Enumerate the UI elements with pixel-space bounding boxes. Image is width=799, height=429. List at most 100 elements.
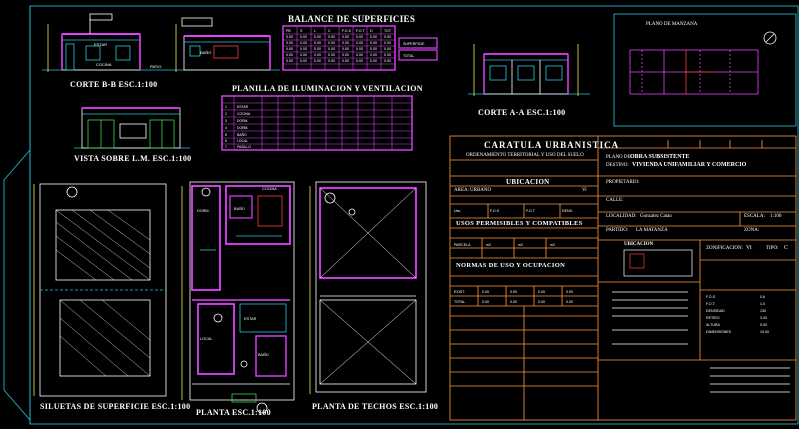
svg-text:0.00: 0.00 xyxy=(384,53,391,57)
corte-aa-title: CORTE A-A ESC.1:100 xyxy=(478,108,566,117)
plano-tipo-value: OBRA SUBSISTENTE xyxy=(630,154,690,160)
svg-text:0.00: 0.00 xyxy=(286,53,293,57)
svg-text:9.00: 9.00 xyxy=(760,323,767,327)
svg-text:0.00: 0.00 xyxy=(356,47,363,51)
siluetas-title: SILUETAS DE SUPERFICIE ESC.1:100 xyxy=(40,402,191,411)
lighting-table xyxy=(221,95,413,151)
localidad-label: LOCALIDAD: xyxy=(606,214,637,219)
svg-text:RETIRO: RETIRO xyxy=(706,316,720,320)
svg-text:0.00: 0.00 xyxy=(370,41,377,45)
svg-text:Uso: Uso xyxy=(454,209,460,213)
caratula-ordenamiento: ORDENAMIENTO TERRITORIAL Y USO DEL SUELO xyxy=(466,153,584,158)
svg-text:m2: m2 xyxy=(486,243,491,247)
svg-text:0.00: 0.00 xyxy=(356,59,363,63)
svg-text:1: 1 xyxy=(225,105,227,109)
techos-title: PLANTA DE TECHOS ESC.1:100 xyxy=(312,402,439,411)
svg-text:BAÑO: BAÑO xyxy=(234,206,245,211)
svg-text:BAÑO: BAÑO xyxy=(237,132,247,137)
svg-text:ESTAR: ESTAR xyxy=(94,42,107,47)
svg-text:0.00: 0.00 xyxy=(342,53,349,57)
svg-text:PATIO: PATIO xyxy=(150,64,161,69)
svg-text:PB: PB xyxy=(286,29,291,33)
svg-text:0.00: 0.00 xyxy=(342,35,349,39)
svg-text:0.00: 0.00 xyxy=(314,47,321,51)
escala-value: 1:100 xyxy=(770,214,782,219)
svg-text:D: D xyxy=(370,29,373,33)
svg-text:0.00: 0.00 xyxy=(384,35,391,39)
svg-text:DORM.: DORM. xyxy=(237,126,248,130)
svg-text:PASILLO: PASILLO xyxy=(237,145,251,149)
partido-value: LA MATANZA xyxy=(636,228,668,233)
svg-text:S: S xyxy=(300,29,303,33)
svg-text:BAÑO: BAÑO xyxy=(200,50,211,55)
svg-text:0.00: 0.00 xyxy=(286,47,293,51)
svg-text:F.O.T: F.O.T xyxy=(356,29,366,33)
svg-text:0.00: 0.00 xyxy=(384,47,391,51)
svg-text:0.00: 0.00 xyxy=(356,41,363,45)
svg-text:0.00: 0.00 xyxy=(356,53,363,57)
svg-text:SUPERFICIE: SUPERFICIE xyxy=(403,42,425,46)
title-block-location-sketch xyxy=(612,249,790,393)
svg-text:0.00: 0.00 xyxy=(370,59,377,63)
svg-text:0.00: 0.00 xyxy=(286,41,293,45)
svg-text:2: 2 xyxy=(225,112,227,116)
svg-text:0.00: 0.00 xyxy=(384,59,391,63)
svg-text:TOTAL: TOTAL xyxy=(454,300,465,304)
destino-label: DESTINO: xyxy=(606,163,629,168)
balance-title: BALANCE DE SUPERFICIES xyxy=(288,14,416,24)
svg-text:F.O.T.: F.O.T. xyxy=(706,302,716,306)
section-a-a-drawing xyxy=(468,44,590,96)
svg-text:0.00: 0.00 xyxy=(356,35,363,39)
svg-text:0.00: 0.00 xyxy=(510,290,517,294)
svg-text:0.00: 0.00 xyxy=(342,59,349,63)
svg-text:0.00: 0.00 xyxy=(538,290,545,294)
svg-text:m2: m2 xyxy=(518,243,523,247)
svg-text:BAÑO: BAÑO xyxy=(258,352,269,357)
floor-plan xyxy=(181,181,295,414)
planta-title: PLANTA ESC.1:100 xyxy=(196,408,271,417)
svg-text:0.00: 0.00 xyxy=(328,47,335,51)
tipo-label: TIPO: xyxy=(766,246,779,251)
svg-text:10.00: 10.00 xyxy=(760,330,769,334)
svg-text:0.00: 0.00 xyxy=(370,47,377,51)
svg-text:0.00: 0.00 xyxy=(384,41,391,45)
vista-title: VISTA SOBRE L.M. ESC.1:100 xyxy=(74,154,192,163)
section-b-b-drawing xyxy=(42,13,280,72)
calle-label: CALLE: xyxy=(606,198,624,203)
surface-silhouette-plan xyxy=(33,183,167,397)
svg-text:5: 5 xyxy=(225,133,227,137)
svg-text:m2: m2 xyxy=(550,243,555,247)
svg-text:DENSIDAD: DENSIDAD xyxy=(706,309,725,313)
svg-text:L: L xyxy=(314,29,316,33)
svg-text:1.0: 1.0 xyxy=(760,302,765,306)
svg-text:F.O.S: F.O.S xyxy=(490,209,500,213)
localidad-value: Gonzalez Catan xyxy=(640,214,672,219)
svg-text:0.00: 0.00 xyxy=(300,47,307,51)
svg-text:DORM.: DORM. xyxy=(197,209,210,213)
svg-text:3: 3 xyxy=(225,119,227,123)
floor-plan-labels: DORM. COCINA BAÑO LOCAL ESTAR BAÑO xyxy=(197,187,277,357)
svg-text:0.00: 0.00 xyxy=(314,41,321,45)
svg-text:0.6: 0.6 xyxy=(760,295,765,299)
propietario-label: PROPIETARIO: xyxy=(606,180,640,185)
svg-text:0.00: 0.00 xyxy=(342,47,349,51)
svg-text:0.00: 0.00 xyxy=(286,35,293,39)
svg-text:C: C xyxy=(328,29,331,33)
svg-text:0.00: 0.00 xyxy=(300,53,307,57)
svg-text:0.00: 0.00 xyxy=(300,41,307,45)
svg-text:0.00: 0.00 xyxy=(370,35,377,39)
title-block-frame xyxy=(449,135,797,421)
caratula-area-value: URBANO xyxy=(470,188,492,193)
svg-text:0.00: 0.00 xyxy=(538,300,545,304)
svg-text:0.00: 0.00 xyxy=(314,53,321,57)
zonificacion-label: ZONIFICACION: xyxy=(706,246,743,251)
svg-text:4: 4 xyxy=(225,126,227,130)
svg-text:ESTAR: ESTAR xyxy=(244,317,257,321)
svg-text:0.00: 0.00 xyxy=(328,53,335,57)
zona-label: ZONA: xyxy=(744,228,760,233)
svg-text:COCINA: COCINA xyxy=(237,112,251,116)
